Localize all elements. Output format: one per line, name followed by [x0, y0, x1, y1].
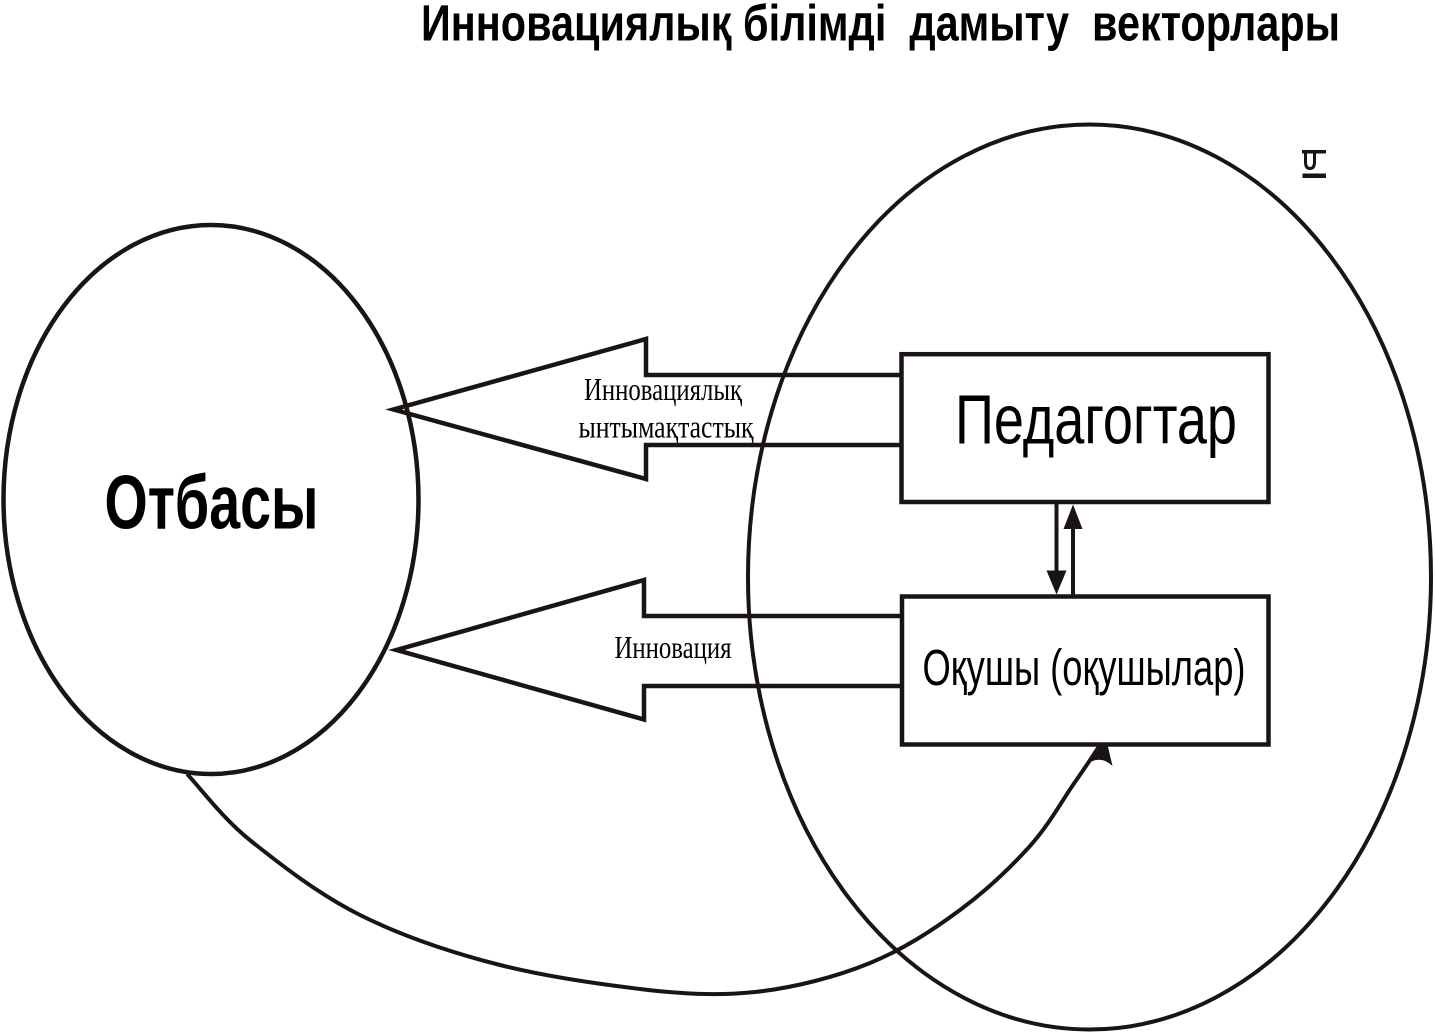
svg-text:ынтымақтастық: ынтымақтастық	[579, 409, 754, 445]
svg-text:Педагогтар: Педагогтар	[955, 381, 1237, 459]
svg-text:Инновациялық: Инновациялық	[584, 371, 742, 407]
svg-text:Инновация: Инновация	[615, 629, 732, 665]
svg-text:Оқушы (оқушылар): Оқушы (оқушылар)	[923, 639, 1246, 696]
svg-text:Инновациялық білімді дамыту: Инновациялық білімді дамыту векторлары	[421, 0, 1340, 52]
svg-text:Отбасы: Отбасы	[105, 461, 319, 546]
